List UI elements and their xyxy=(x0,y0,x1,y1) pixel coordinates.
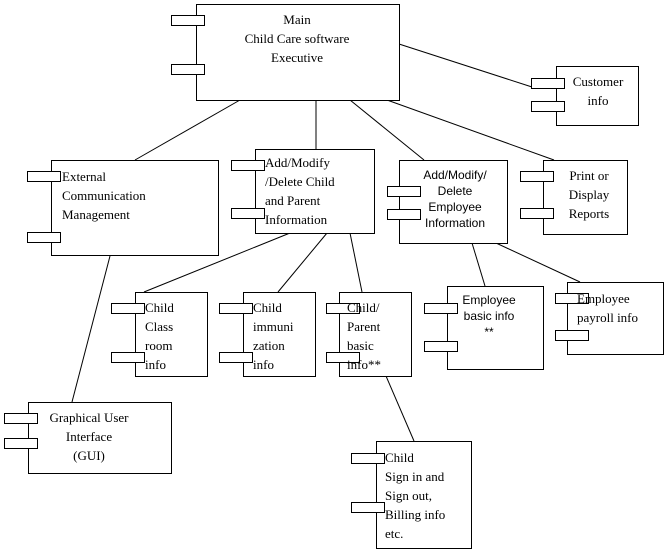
child-classroom-label: Child Class room info xyxy=(145,300,174,372)
edge-basic-signin xyxy=(385,375,415,442)
component-main-executive xyxy=(196,4,400,101)
component-tab xyxy=(387,209,421,220)
component-tab xyxy=(4,413,38,424)
component-tab xyxy=(219,352,253,363)
edge-main-external xyxy=(134,99,241,161)
edge-main-add-employee xyxy=(349,99,425,161)
component-tab xyxy=(4,438,38,449)
component-tab xyxy=(520,171,554,182)
employee-basic-label: Employee basic info ** xyxy=(462,293,516,339)
component-tab xyxy=(351,502,385,513)
component-tab xyxy=(424,341,458,352)
component-tab xyxy=(555,330,589,341)
edge-add-child-class xyxy=(143,232,291,293)
component-child-classroom xyxy=(135,292,208,377)
component-tab xyxy=(351,453,385,464)
add-child-parent-label: Add/Modify /Delete Child and Parent Info… xyxy=(265,155,335,227)
component-tab xyxy=(219,303,253,314)
edge-external-gui xyxy=(71,255,111,403)
component-tab xyxy=(231,160,265,171)
component-external-communication xyxy=(51,160,219,256)
component-gui xyxy=(28,402,172,474)
component-tab xyxy=(424,303,458,314)
component-tab xyxy=(555,293,589,304)
component-tab xyxy=(111,303,145,314)
main-executive-label: Main Child Care software Executive xyxy=(244,12,350,65)
component-tab xyxy=(111,352,145,363)
add-employee-label: Add/Modify/ Delete Employee Information xyxy=(423,168,487,230)
edge-add-employee-basic xyxy=(471,242,486,287)
component-child-signin xyxy=(376,441,472,549)
component-customer-info xyxy=(556,66,639,126)
component-tab xyxy=(171,15,205,26)
component-tab xyxy=(531,101,565,112)
component-tab xyxy=(531,78,565,89)
component-tab xyxy=(171,64,205,75)
component-print-reports xyxy=(543,160,628,235)
component-tab xyxy=(231,208,265,219)
component-child-immunization xyxy=(243,292,316,377)
edge-main-print xyxy=(386,99,555,161)
component-tab xyxy=(387,186,421,197)
component-tab xyxy=(520,208,554,219)
external-communication-label: External Communication Management xyxy=(62,169,146,222)
edge-add-employee-payroll xyxy=(495,242,581,283)
child-immunization-label: Child immuni zation info xyxy=(253,300,294,372)
gui-label: Graphical User Interface (GUI) xyxy=(49,410,129,463)
employee-payroll-label: Employee payroll info xyxy=(577,291,639,325)
component-tab xyxy=(326,352,360,363)
edge-add-child-immunization xyxy=(277,232,328,293)
component-tab xyxy=(326,303,360,314)
print-reports-label: Print or Display Reports xyxy=(568,168,610,221)
component-tab xyxy=(27,232,61,243)
component-add-employee xyxy=(399,160,508,244)
edge-main-customer xyxy=(398,43,533,88)
component-add-child-parent xyxy=(255,149,375,234)
edge-add-child-basic xyxy=(349,232,363,293)
customer-info-label: Customer info xyxy=(572,74,624,108)
component-employee-basic xyxy=(447,286,544,370)
component-tab xyxy=(27,171,61,182)
child-signin-label: Child Sign in and Sign out, Billing info… xyxy=(385,450,446,541)
child-parent-basic-label: Child/ Parent basic info** xyxy=(347,300,381,372)
